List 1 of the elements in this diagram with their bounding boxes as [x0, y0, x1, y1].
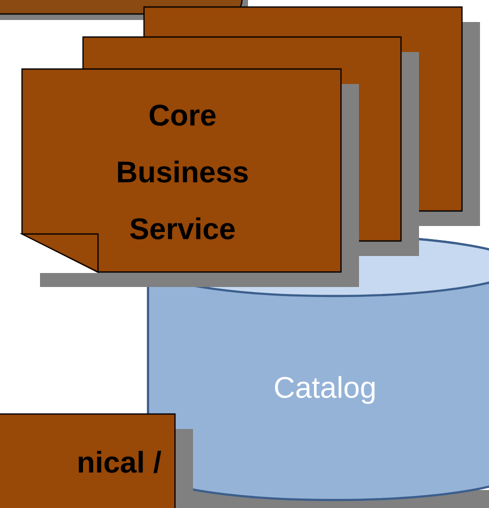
- service-card: nical /: [0, 413, 193, 508]
